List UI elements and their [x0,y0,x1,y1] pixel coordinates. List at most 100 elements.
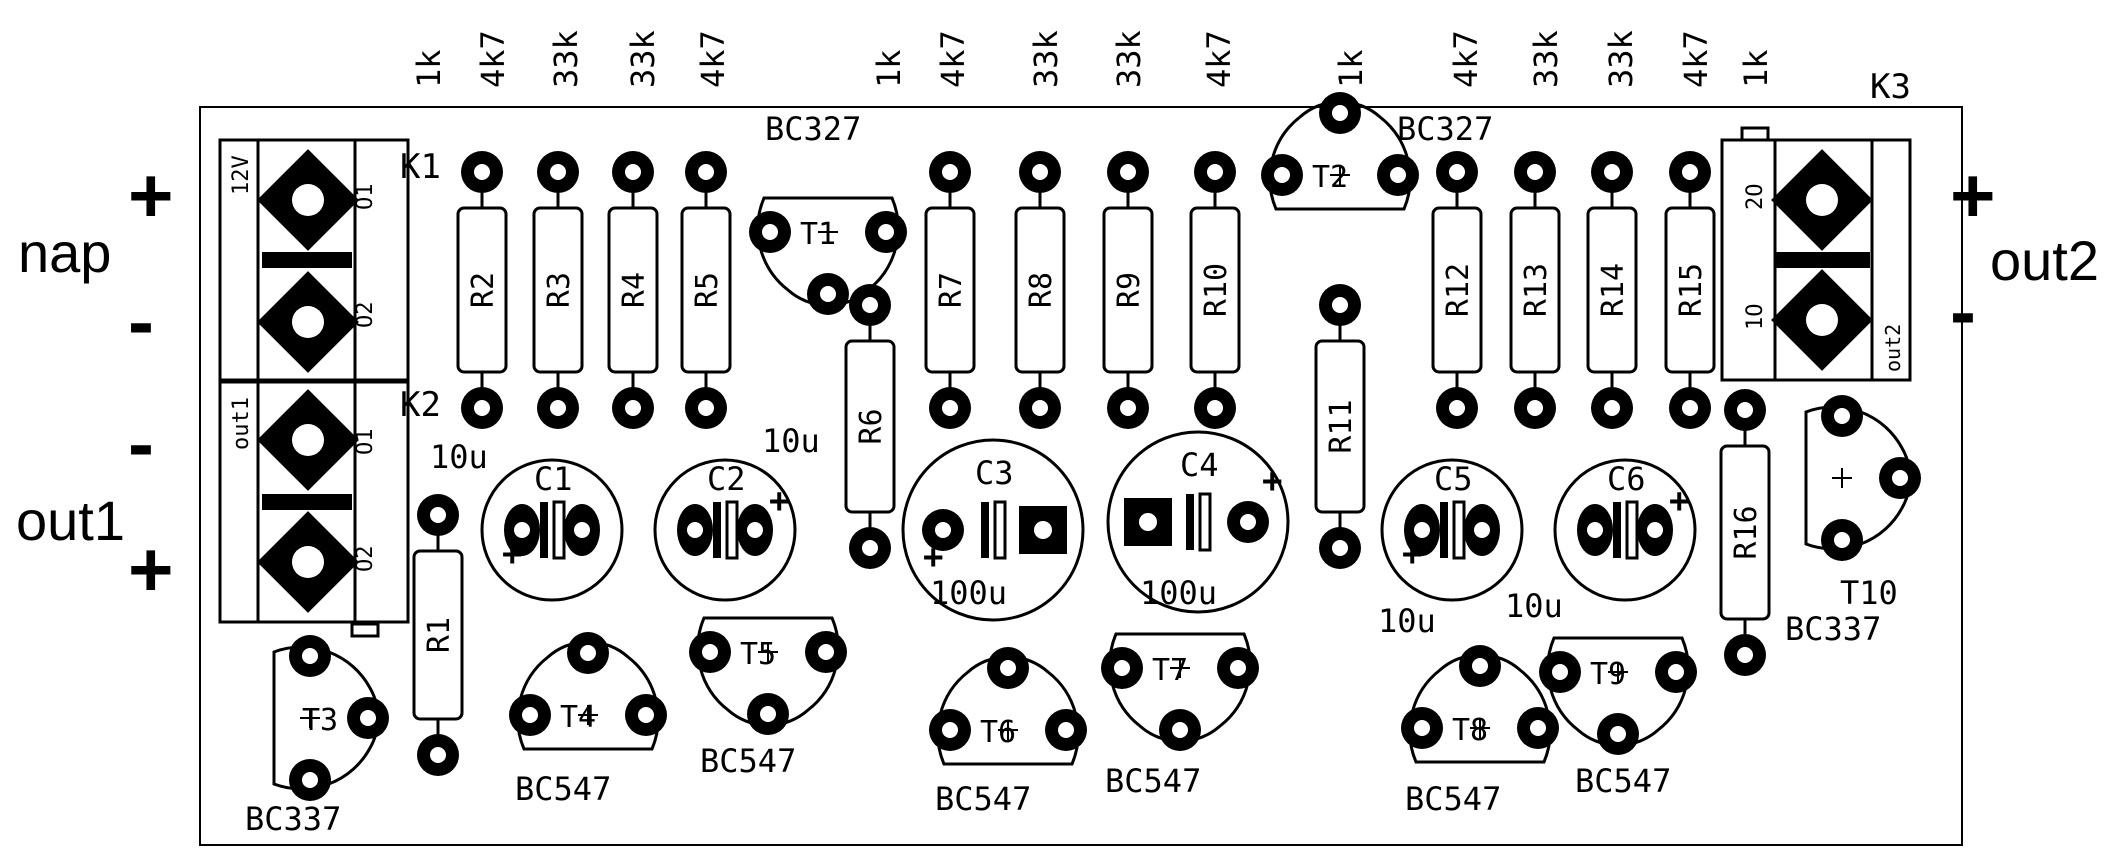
value-label: 1k [410,49,448,88]
value-label: 1k [870,49,908,88]
transistor-type-label: BC337 [245,800,341,838]
label-out1: out1 [16,489,125,552]
k3-out-label: out2 [1881,324,1905,372]
resistor-r7: R7 [924,151,976,429]
polarity-plus: + [769,481,789,521]
resistor-ref-r4: R4 [617,272,652,308]
resistor-r11: R11 [1314,284,1366,569]
resistor-ref-r9: R9 [1112,272,1147,308]
capacitor-ref-c3: C3 [975,454,1014,492]
connector-k1: 12V O1 O2 K1 [218,138,441,382]
polarity-plus: + [1262,461,1282,501]
resistor-ref-r3: R3 [542,272,577,308]
resistor-r2: R2 [456,151,508,429]
capacitor-value: 10u [1378,602,1436,640]
resistor-ref-r7: R7 [934,272,969,308]
value-label: 4k7 [1447,30,1485,88]
label-nap: nap [18,221,111,284]
resistor-r1: R1 [412,494,464,776]
capacitor-c2: + C2 10u [653,422,820,602]
transistor-type-label: BC327 [1397,110,1493,148]
transistor-type-label: BC337 [1785,610,1881,648]
capacitor-value: 100u [1140,574,1217,612]
k1-voltage-label: 12V [229,155,254,195]
k3-ref: K3 [1870,67,1911,107]
resistor-r8: R8 [1014,151,1066,429]
resistor-ref-r11: R11 [1324,399,1359,453]
capacitor-ref-c2: C2 [707,460,746,498]
value-label: 33k [1602,30,1640,88]
plus-sign-nap: + [128,151,174,239]
minus-sign-nap: - [128,277,154,365]
svg-text:O2: O2 [353,546,378,573]
k2-ref: K2 [400,385,441,425]
transistors: T1BC327T2BC327T3BC337T4BC547T5BC547T6BC5… [245,92,1921,838]
capacitor-value: 10u [430,438,488,476]
capacitor-ref-c4: C4 [1180,446,1219,484]
minus-sign-out1: - [128,399,154,487]
value-label: 1k [1737,49,1775,88]
resistor-r13: R13 [1509,151,1561,429]
svg-text:1O: 1O [1743,304,1768,331]
transistor-type-label: BC547 [1575,762,1671,800]
transistor-ref-t9: T9 [1590,657,1626,692]
polarity-plus: + [1402,534,1422,574]
board-outline [199,106,1963,846]
resistor-r10: R10 [1189,151,1241,429]
resistor-ref-r5: R5 [690,272,725,308]
value-label: 4k7 [694,30,732,88]
transistor-ref-t3: T3 [302,703,338,738]
polarity-plus: + [923,537,943,577]
transistor-type-label: BC547 [1405,780,1501,818]
value-label: 4k7 [934,30,972,88]
capacitor-value: 100u [930,574,1007,612]
resistor-ref-r16: R16 [1729,505,1764,559]
connector-k2: out1 O1 O2 K2 [218,380,441,638]
resistor-r9: R9 [1102,151,1154,429]
transistor-ref-t5: T5 [740,637,776,672]
capacitor-value: 10u [762,422,820,460]
capacitor-c4: + C4 100u [1106,430,1290,614]
resistor-ref-r2: R2 [466,272,501,308]
transistor-ref-t1: T1 [800,217,836,252]
transistor-type-label: BC547 [515,770,611,808]
k2-out-label: out1 [229,397,254,450]
transistor-type-label: BC547 [700,742,796,780]
svg-text:2O: 2O [1743,184,1768,211]
transistor-t10: BC337 [1785,395,1921,648]
plus-sign-out2: + [1950,151,1996,239]
resistor-ref-r15: R15 [1674,263,1709,317]
svg-text:O2: O2 [353,302,378,329]
resistor-r12: R12 [1431,151,1483,429]
resistor-r4: R4 [607,151,659,429]
resistor-r16: R16 [1719,389,1771,676]
resistor-ref-r1: R1 [422,617,457,653]
value-label: 1k [1332,49,1370,88]
resistor-r15: R15 [1664,151,1716,429]
polarity-plus: + [1669,481,1689,521]
transistor-ref-t7: T7 [1152,653,1188,688]
resistor-ref-r10: R10 [1199,263,1234,317]
capacitor-ref-c6: C6 [1607,460,1646,498]
resistor-ref-r13: R13 [1519,263,1554,317]
value-label: 33k [1527,30,1565,88]
capacitor-ref-c1: C1 [534,460,573,498]
resistor-ref-r6: R6 [854,408,889,444]
k1-ref: K1 [400,147,441,187]
resistor-r3: R3 [532,151,584,429]
value-label: 33k [1027,30,1065,88]
svg-text:O1: O1 [353,429,378,456]
